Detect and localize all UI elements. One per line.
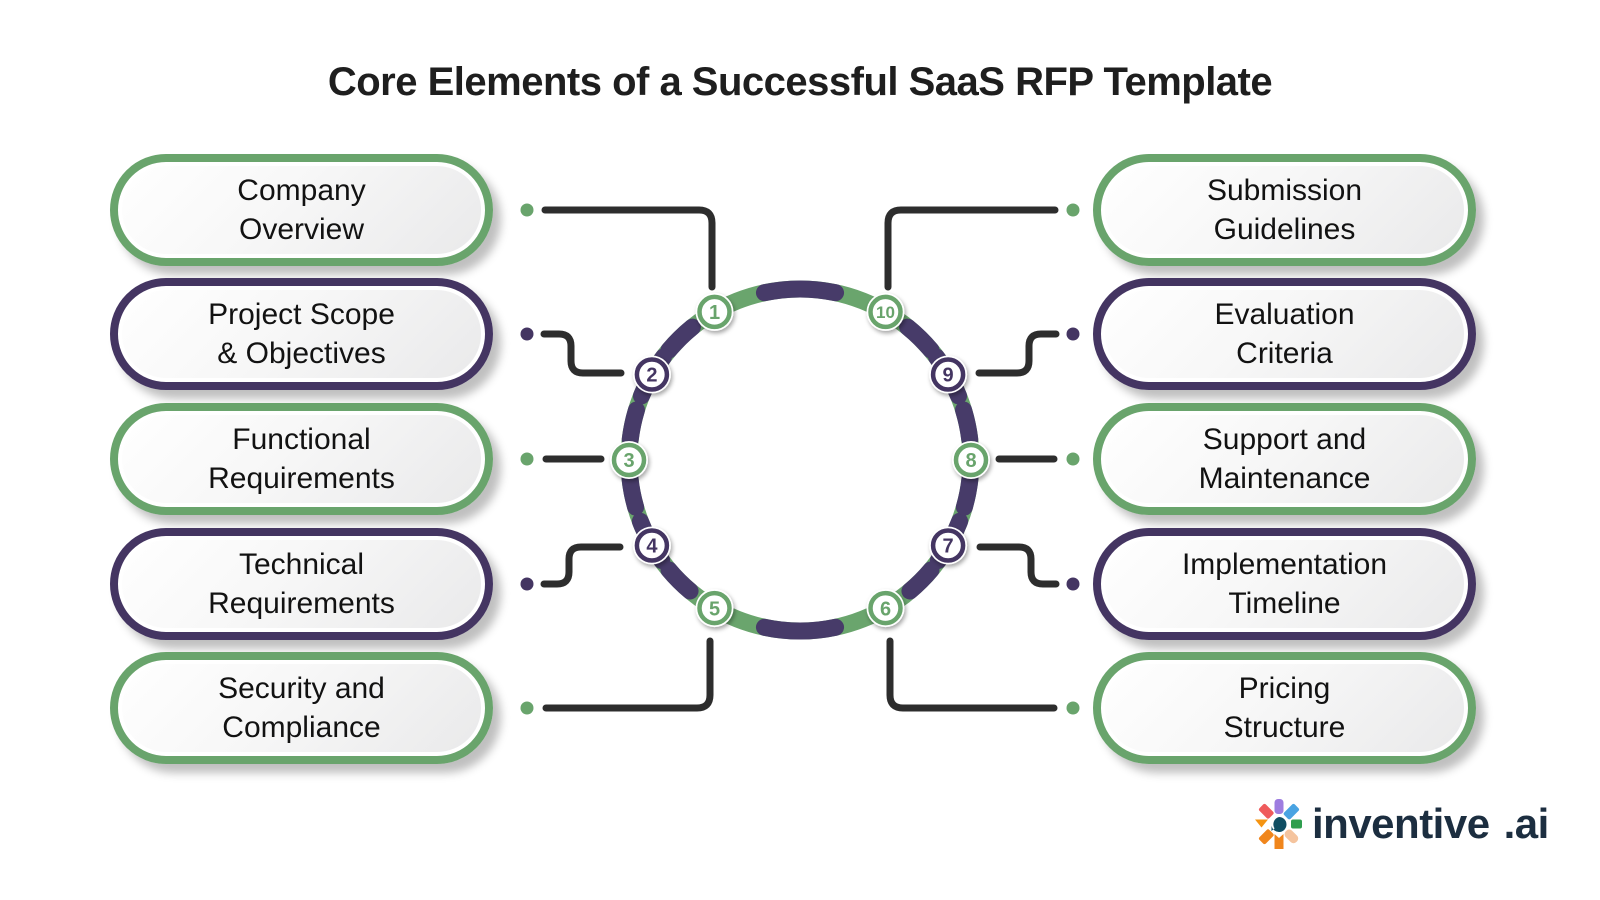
pill-label-line: Technical — [238, 548, 365, 581]
ring-node-border — [868, 294, 903, 330]
ring-node-number: 8 — [965, 450, 976, 472]
ring-dash — [899, 318, 940, 359]
ring-dash — [621, 401, 645, 448]
connector-line — [540, 330, 625, 377]
pill-label-line: Project Scope — [208, 298, 395, 331]
ring-node-border — [634, 528, 670, 563]
inventive-logo: inventive .ai — [1252, 795, 1549, 853]
ring-dash — [660, 318, 701, 359]
pill-label-line: Submission — [1206, 174, 1363, 207]
pill-label-line: Maintenance — [1198, 462, 1371, 495]
pill-label-line: Security and — [218, 672, 385, 705]
ring-dash — [621, 469, 645, 516]
connector-dot — [520, 203, 534, 217]
ring-dash — [755, 280, 845, 302]
pill-label-line: Pricing — [1238, 672, 1331, 705]
connector-dot — [520, 327, 534, 341]
ring-node-number: 5 — [709, 598, 720, 620]
pill-label-line: Requirements — [208, 462, 395, 495]
connector-line — [541, 206, 716, 291]
ring-node-border — [697, 294, 732, 330]
pill-label-line: Structure — [1223, 711, 1346, 744]
ring-node-number: 7 — [943, 536, 954, 558]
connector-dot — [1066, 701, 1080, 715]
connector-dot — [520, 577, 534, 591]
pill-pricing-structure: Pricing Structure — [1093, 652, 1476, 764]
ring-dash — [955, 401, 979, 448]
pill-label-line: Requirements — [208, 587, 395, 620]
pill-label-line: Company — [237, 174, 366, 207]
ring-node-number: 6 — [880, 598, 891, 620]
connector-line — [884, 206, 1059, 291]
pill-label-line: Evaluation — [1214, 298, 1355, 331]
connector-line — [886, 637, 1058, 712]
connector-dot — [1066, 577, 1080, 591]
pill-label-line: Support and — [1202, 423, 1367, 456]
ring-node-border — [953, 442, 989, 478]
pill-company-overview: Company Overview — [110, 154, 493, 266]
pill-functional-requirements: Functional Requirements — [110, 403, 493, 515]
ring-node-border — [930, 528, 966, 563]
pill-label-line: Guidelines — [1213, 213, 1356, 246]
ring-node-border — [930, 357, 966, 392]
logo-domain-suffix: .ai — [1503, 800, 1550, 847]
pill-submission-guidelines: Submission Guidelines — [1093, 154, 1476, 266]
ring-node-number: 10 — [876, 303, 895, 322]
pill-label-line: Criteria — [1236, 337, 1333, 370]
ring-dash — [955, 469, 979, 516]
ring-node-border — [634, 357, 670, 392]
ring-node-border — [697, 590, 732, 626]
pill-implementation-timeline: Implementation Timeline — [1093, 528, 1476, 640]
pill-label-line: Overview — [238, 213, 365, 246]
pill-label-line: Timeline — [1228, 587, 1341, 620]
ring-node-number: 1 — [709, 302, 720, 324]
connector-dot — [1066, 452, 1080, 466]
pill-label-line: & Objectives — [217, 337, 386, 370]
ring-node-border — [868, 590, 903, 626]
ring-dash — [660, 561, 699, 600]
ring-node-number: 9 — [943, 365, 954, 387]
page-title: Core Elements of a Successful SaaS RFP T… — [327, 60, 1273, 104]
connector-line — [540, 543, 624, 588]
pill-security-compliance: Security and Compliance — [110, 652, 493, 764]
ring-node-border — [611, 442, 647, 478]
pill-support-maintenance: Support and Maintenance — [1093, 403, 1476, 515]
pill-evaluation-criteria: Evaluation Criteria — [1093, 278, 1476, 390]
pill-label-line: Compliance — [222, 711, 381, 744]
ring-dash — [901, 561, 940, 600]
inventive-logo-burst-icon — [1255, 799, 1302, 849]
connector-line — [542, 637, 714, 712]
ring-dash — [755, 618, 845, 640]
connector-dot — [1066, 203, 1080, 217]
ring-node-number: 4 — [646, 536, 658, 558]
connector-line — [975, 330, 1060, 377]
connector-dot — [520, 701, 534, 715]
connector-dot — [520, 452, 534, 466]
connector-line — [976, 543, 1060, 588]
pill-technical-requirements: Technical Requirements — [110, 528, 493, 640]
ring-node-number: 2 — [646, 365, 657, 387]
logo-wordmark: inventive — [1312, 800, 1490, 847]
ring-node-number: 3 — [623, 450, 634, 472]
pill-label-line: Functional — [232, 423, 371, 456]
pill-project-scope-objectives: Project Scope & Objectives — [110, 278, 493, 390]
connector-dot — [1066, 327, 1080, 341]
pill-label-line: Implementation — [1181, 548, 1388, 581]
